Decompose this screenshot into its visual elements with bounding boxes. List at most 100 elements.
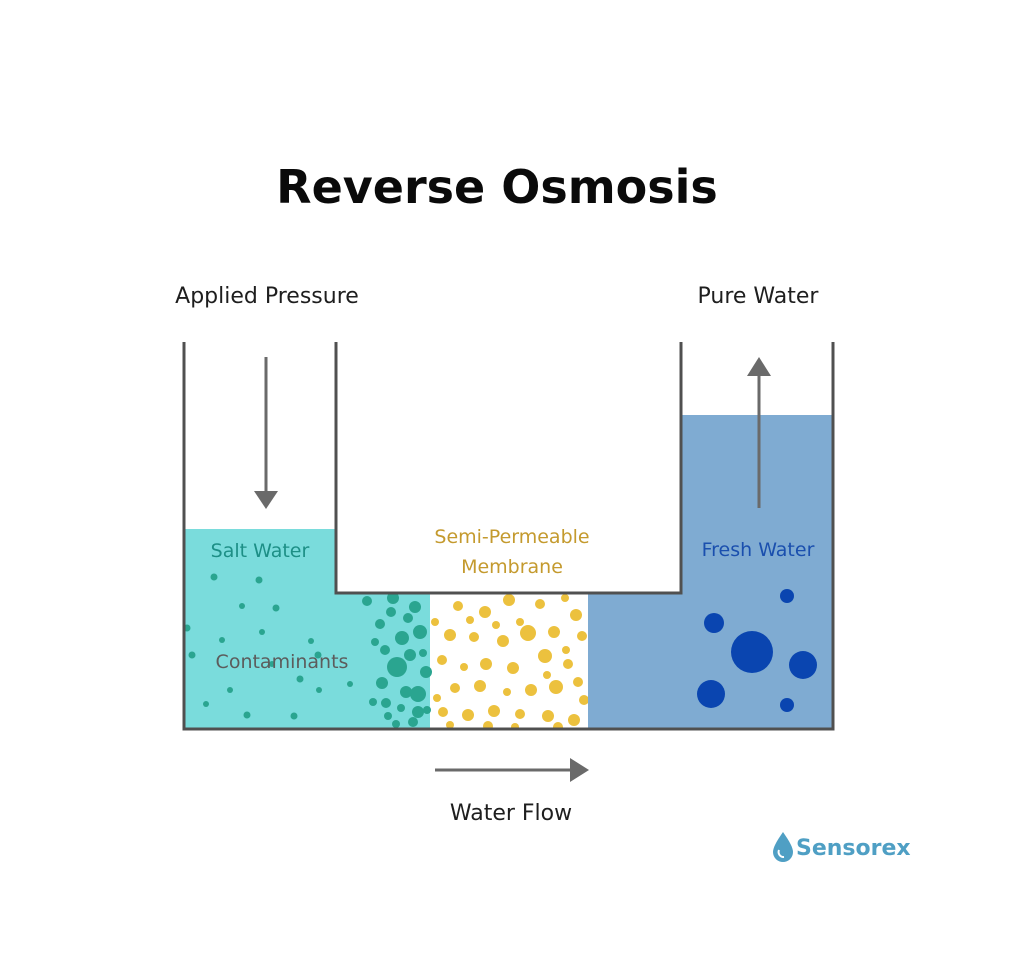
contaminants-label: Contaminants bbox=[216, 651, 349, 673]
contaminant-dot bbox=[371, 638, 379, 646]
contaminant-dot bbox=[397, 704, 405, 712]
membrane-label-line1: Semi-Permeable bbox=[434, 526, 589, 548]
membrane-dot bbox=[444, 629, 456, 641]
fresh-water-particle bbox=[697, 680, 725, 708]
membrane-dot bbox=[515, 709, 525, 719]
contaminant-dot bbox=[387, 657, 407, 677]
contaminant-dot bbox=[296, 675, 304, 683]
membrane-dot bbox=[561, 594, 569, 602]
contaminant-dot bbox=[400, 686, 412, 698]
contaminant-dot bbox=[375, 619, 385, 629]
u-tube-container bbox=[182, 342, 835, 731]
membrane-dot bbox=[535, 599, 545, 609]
contaminant-dot bbox=[395, 631, 409, 645]
membrane-dot bbox=[453, 601, 463, 611]
membrane-dot bbox=[562, 646, 570, 654]
fresh-water-particle bbox=[780, 698, 794, 712]
contaminant-dot bbox=[408, 717, 418, 727]
membrane-dot bbox=[450, 683, 460, 693]
membrane-dot bbox=[538, 649, 552, 663]
contaminant-dot bbox=[188, 651, 196, 659]
water-drop-highlight bbox=[777, 849, 785, 858]
membrane-dot bbox=[479, 606, 491, 618]
membrane-dot bbox=[446, 721, 454, 728]
membrane-dot bbox=[503, 594, 515, 606]
contaminant-dot bbox=[259, 629, 265, 635]
contaminant-dot bbox=[420, 666, 432, 678]
contaminant-dot bbox=[381, 698, 391, 708]
contaminant-dot bbox=[413, 625, 427, 639]
membrane-dot bbox=[503, 688, 511, 696]
membrane-dot bbox=[549, 680, 563, 694]
fresh-water-particle bbox=[789, 651, 817, 679]
contaminant-dot bbox=[410, 686, 426, 702]
salt-water-region bbox=[184, 529, 336, 728]
contaminant-dot bbox=[290, 712, 298, 720]
membrane-dot bbox=[563, 659, 573, 669]
fresh-water-particle bbox=[704, 613, 724, 633]
fresh-water-particles bbox=[697, 589, 817, 712]
contaminant-dot bbox=[404, 649, 416, 661]
membrane-dot bbox=[573, 677, 583, 687]
membrane-dots bbox=[431, 594, 588, 728]
membrane-dot bbox=[579, 695, 588, 705]
contaminant-dot bbox=[419, 649, 427, 657]
fresh-water-lower-region bbox=[588, 593, 681, 728]
contaminant-dot bbox=[227, 687, 233, 693]
membrane-dot bbox=[570, 609, 582, 621]
contaminant-dot bbox=[376, 677, 388, 689]
arrow-up-icon bbox=[747, 357, 771, 508]
contaminant-dot bbox=[403, 613, 413, 623]
membrane-dot bbox=[433, 694, 441, 702]
membrane-dot bbox=[483, 721, 493, 728]
water-flow-label: Water Flow bbox=[450, 801, 572, 826]
membrane-dot bbox=[488, 705, 500, 717]
contaminant-dot bbox=[392, 720, 400, 728]
fresh-water-region bbox=[681, 415, 833, 728]
membrane-dot bbox=[553, 722, 563, 728]
contaminant-dot bbox=[210, 573, 218, 581]
water-drop-icon bbox=[773, 832, 793, 862]
contaminant-dot bbox=[362, 596, 372, 606]
contaminant-dot bbox=[387, 592, 399, 604]
diagram-title: Reverse Osmosis bbox=[276, 160, 718, 214]
membrane-dot bbox=[460, 663, 468, 671]
membrane-dot bbox=[469, 632, 479, 642]
contaminant-dot bbox=[412, 706, 424, 718]
pure-water-label: Pure Water bbox=[698, 284, 820, 309]
membrane-dot bbox=[568, 714, 580, 726]
membrane-dot bbox=[466, 616, 474, 624]
membrane-dot bbox=[516, 618, 524, 626]
contaminant-dot bbox=[369, 698, 377, 706]
brand-name: Sensorex bbox=[796, 836, 911, 861]
membrane-dot bbox=[542, 710, 554, 722]
membrane-label-line2: Membrane bbox=[461, 556, 563, 578]
contaminant-dot bbox=[203, 701, 209, 707]
fresh-water-label: Fresh Water bbox=[702, 539, 815, 561]
arrow-down-icon bbox=[254, 357, 278, 509]
membrane-dot bbox=[431, 618, 439, 626]
contaminant-dots bbox=[183, 573, 432, 728]
contaminant-dot bbox=[219, 637, 225, 643]
membrane-dot bbox=[497, 635, 509, 647]
fresh-water-particle bbox=[731, 631, 773, 673]
membrane-dot bbox=[543, 671, 551, 679]
contaminant-dot bbox=[386, 607, 396, 617]
brand-logo: Sensorex bbox=[773, 832, 911, 862]
contaminant-dot bbox=[308, 638, 314, 644]
contaminant-dot bbox=[380, 645, 390, 655]
membrane-dot bbox=[474, 680, 486, 692]
membrane-dot bbox=[438, 707, 448, 717]
contaminant-dot bbox=[384, 712, 392, 720]
membrane-dot bbox=[480, 658, 492, 670]
membrane-dot bbox=[525, 684, 537, 696]
contaminant-dot bbox=[243, 711, 251, 719]
fresh-water-particle bbox=[780, 589, 794, 603]
contaminant-dot bbox=[409, 601, 421, 613]
membrane-dot bbox=[462, 709, 474, 721]
contaminant-dot bbox=[316, 687, 322, 693]
membrane-dot bbox=[507, 662, 519, 674]
membrane-dot bbox=[437, 655, 447, 665]
arrow-right-icon bbox=[435, 758, 589, 782]
membrane-dot bbox=[548, 626, 560, 638]
